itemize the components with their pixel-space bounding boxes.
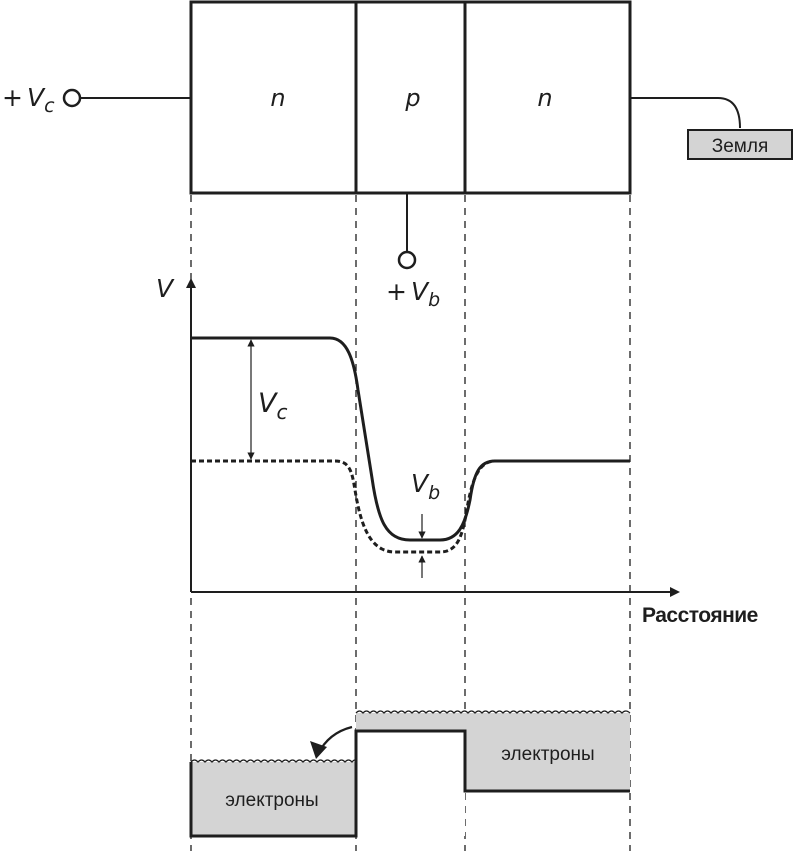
collector-terminal: +Vc [2, 83, 191, 117]
band-edge-outline [189, 729, 630, 838]
base-barrier [356, 731, 465, 836]
vc-label: Vc [258, 388, 287, 424]
n-region-left-label: n [270, 84, 285, 112]
ground-terminal: Земля [630, 97, 793, 160]
ground-label: Земля [712, 136, 768, 157]
potential-curve-equilibrium [191, 459, 496, 554]
electron-flow-arrowhead [310, 741, 327, 759]
potential-graph: V Расстояние Vc Vb [156, 274, 758, 627]
collector-terminal-circle [62, 88, 82, 108]
base-terminal: +Vb [386, 193, 440, 311]
x-axis-label: Расстояние [642, 604, 758, 627]
left-electrons-label: электроны [225, 790, 318, 811]
n-region-right-label: n [537, 84, 552, 112]
potential-curve-biased [191, 336, 630, 542]
left-electron-wave [190, 759, 357, 763]
right-electrons-label: электроны [501, 744, 594, 765]
npn-block: n p n [189, 0, 632, 195]
vb-label: Vb [411, 469, 440, 504]
collector-voltage-label: +Vc [2, 83, 55, 117]
ground-wire [630, 97, 741, 129]
electron-levels: электроны электроны [189, 710, 631, 838]
y-axis-label: V [156, 274, 175, 303]
base-terminal-circle [397, 250, 417, 270]
right-electron-wave [355, 710, 631, 714]
left-electron-pool [191, 762, 356, 836]
base-voltage-label: +Vb [386, 277, 440, 311]
p-region-label: p [404, 84, 420, 112]
ground-box [687, 129, 793, 160]
